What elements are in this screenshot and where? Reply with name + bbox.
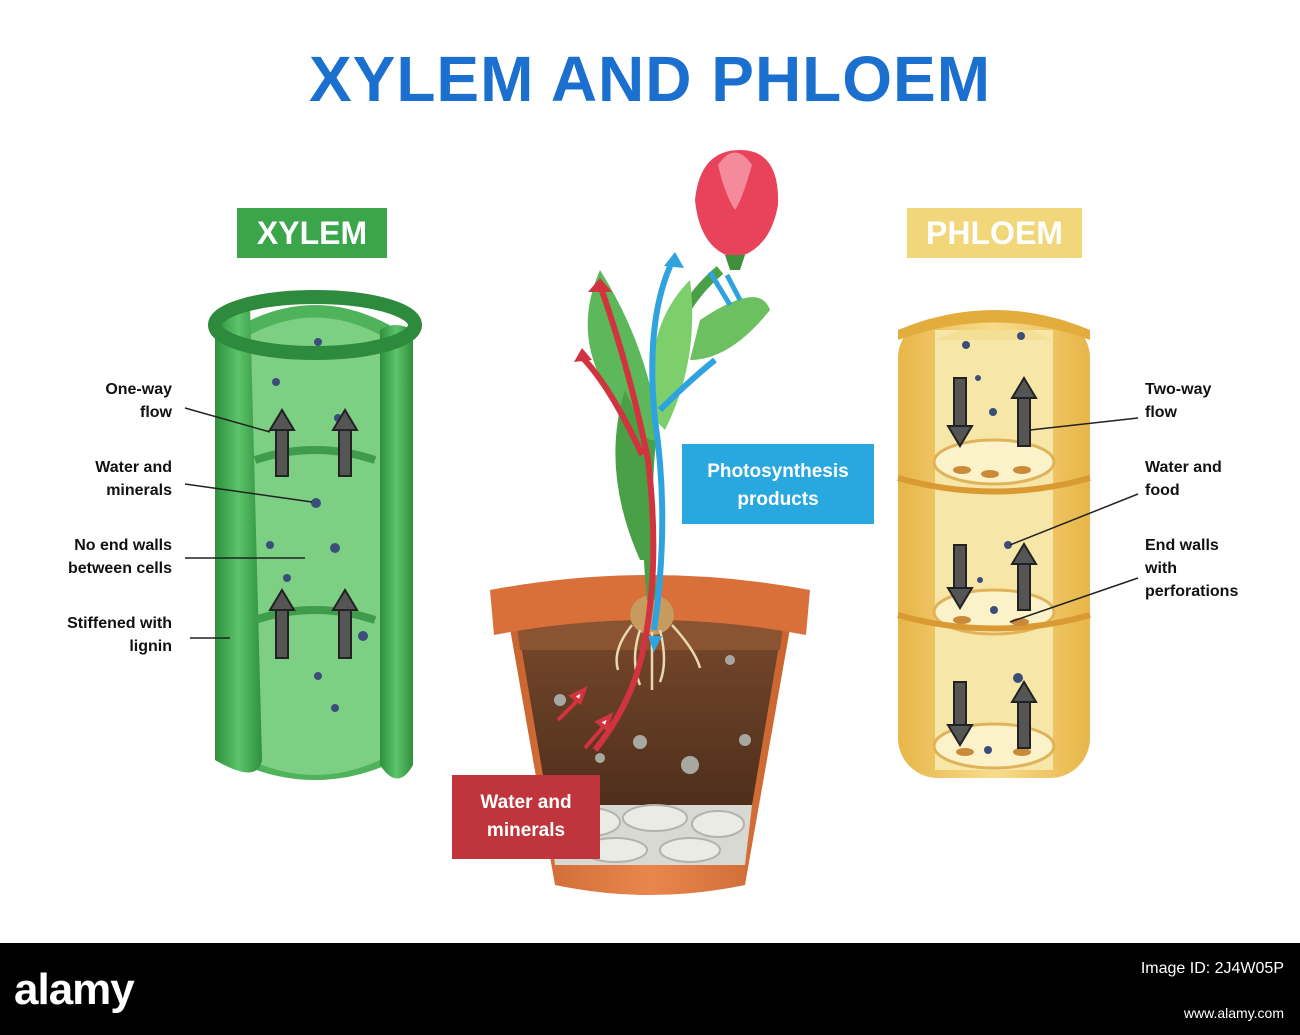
alamy-logo: alamy	[14, 965, 135, 1014]
diagram-artwork	[184, 150, 1139, 895]
xylem-tube	[208, 290, 422, 780]
footer-url: www.alamy.com	[1183, 1005, 1284, 1021]
xylem-label-one-way-flow: One-way flow	[105, 381, 172, 421]
phloem-heading: PHLOEM	[907, 208, 1082, 258]
phloem-label-two-way-flow: Two-way flow	[1145, 381, 1212, 421]
stock-footer: alamy Image ID: 2J4W05P www.alamy.com	[0, 943, 1300, 1035]
leader-line	[1009, 493, 1139, 546]
water-and-minerals-label: Water and minerals	[452, 775, 600, 859]
image-id: Image ID: 2J4W05P	[1140, 960, 1284, 977]
leader-line	[1009, 577, 1139, 623]
leader-line	[184, 483, 313, 503]
leader-line	[184, 407, 271, 433]
xylem-label-stiffened-with-lignin: Stiffened with lignin	[67, 615, 172, 655]
leader-line	[1029, 417, 1139, 431]
phloem-label-end-walls: End walls with perforations	[1145, 537, 1239, 600]
phloem-tube	[897, 310, 1091, 778]
phloem-label-water-and-food: Water and food	[1145, 459, 1222, 499]
page-title: XYLEM AND PHLOEM	[308, 43, 992, 115]
xylem-label-no-end-walls: No end walls between cells	[67, 537, 172, 577]
photosynthesis-products-label: Photosynthesis products	[682, 444, 874, 524]
xylem-heading: XYLEM	[237, 208, 387, 258]
xylem-label-water-and-minerals: Water and minerals	[95, 459, 172, 499]
